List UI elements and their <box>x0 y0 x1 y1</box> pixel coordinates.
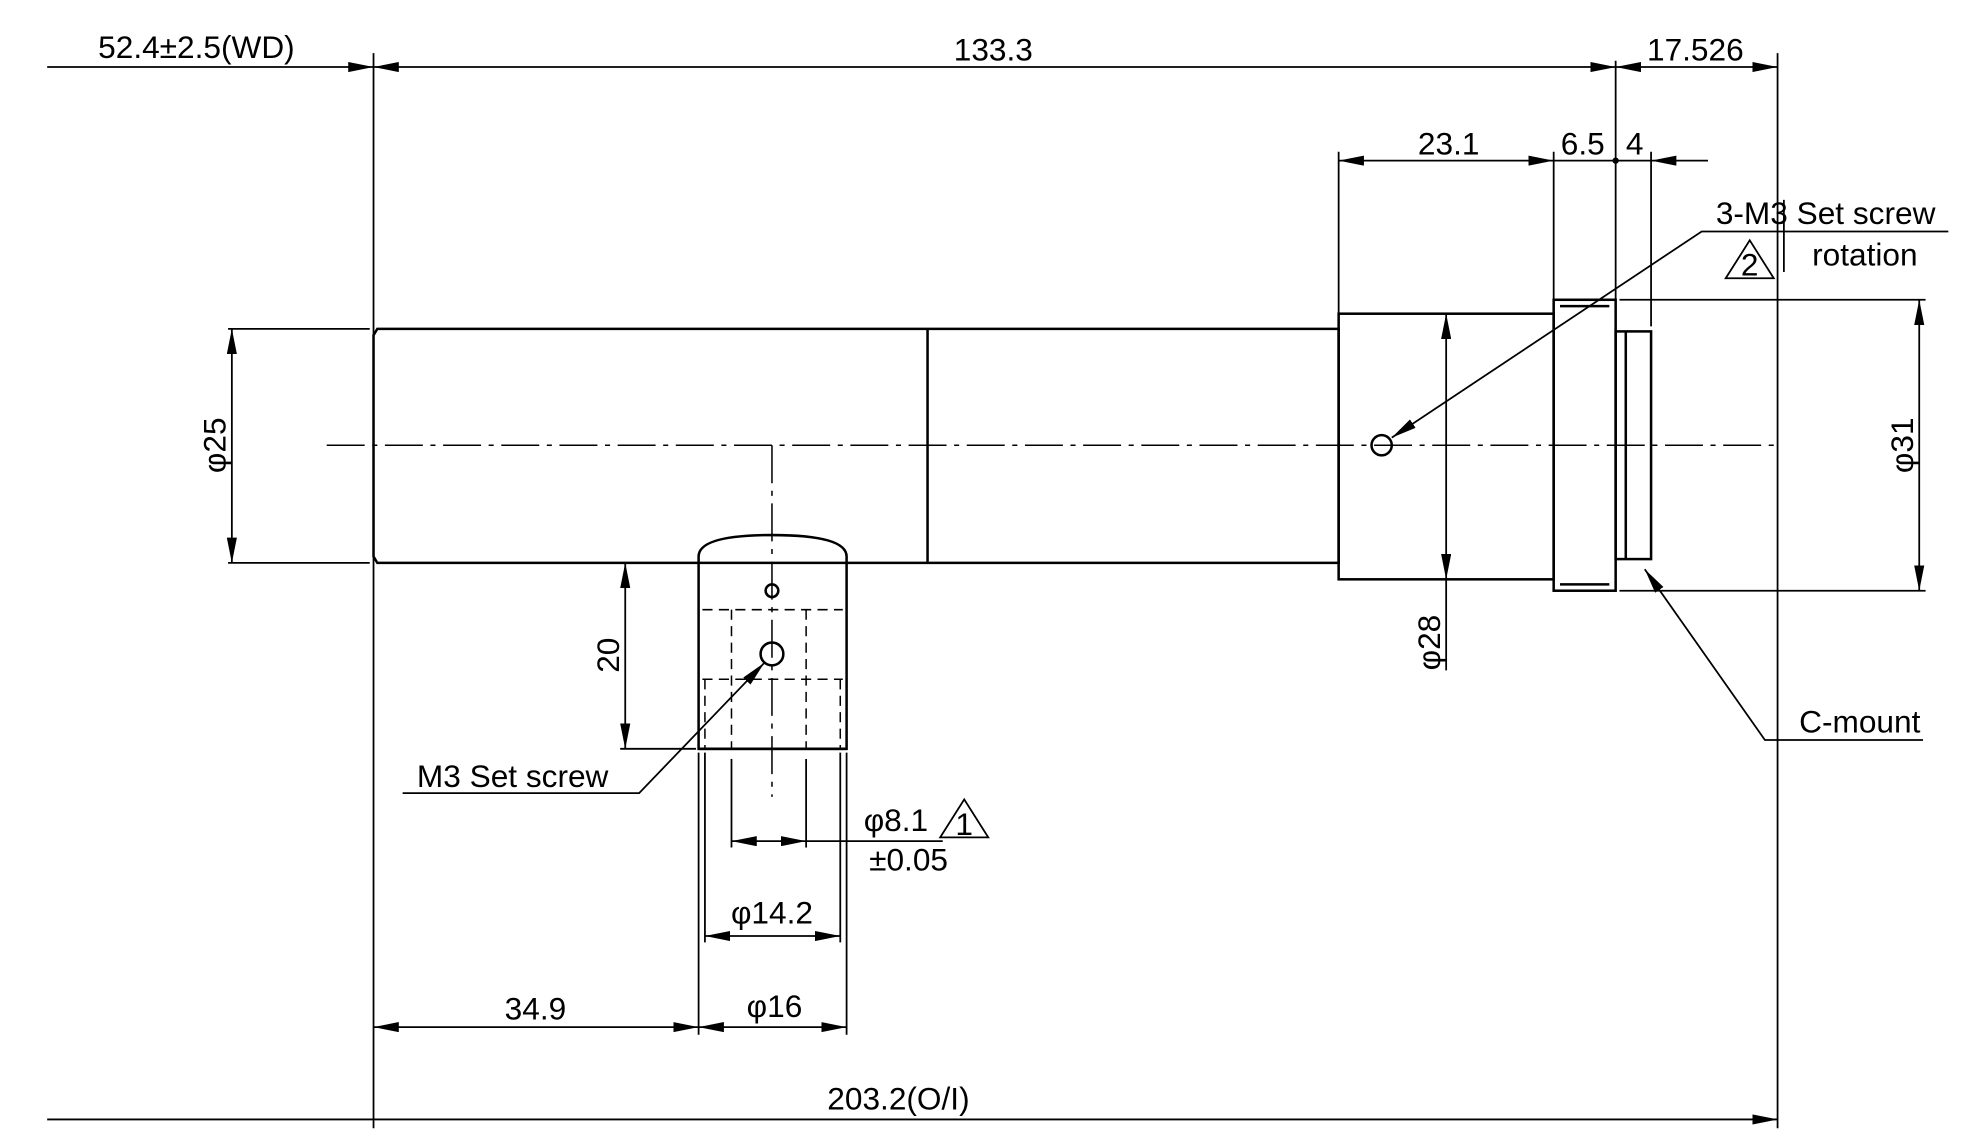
dia-28-label: φ28 <box>1411 615 1447 671</box>
overall-label: 203.2(O/I) <box>827 1080 969 1116</box>
rev-1-marker: 1 <box>955 806 973 842</box>
dia-31-label: φ31 <box>1884 417 1920 473</box>
dia-25-label: φ25 <box>197 417 233 473</box>
screw-holes <box>759 433 1394 667</box>
center-lines <box>326 444 1778 797</box>
notes: 3-M3 Set screw 2 rotation 1 M3 Set screw… <box>417 195 1936 842</box>
dia-142-label: φ14.2 <box>731 894 813 930</box>
lens-body <box>372 298 1653 751</box>
leaders <box>402 199 1949 839</box>
rev-2-marker: 2 <box>1741 247 1759 283</box>
dimension-lines <box>47 61 1925 1125</box>
dim-349-label: 34.9 <box>505 991 567 1027</box>
rotation-note: rotation <box>1812 237 1917 273</box>
barrel-length-label: 133.3 <box>954 32 1033 68</box>
set-screw-3-note: 3-M3 Set screw <box>1716 195 1936 231</box>
dim-4-label: 4 <box>1626 125 1644 161</box>
dim-231-label: 23.1 <box>1418 125 1480 161</box>
dim-65-label: 6.5 <box>1561 125 1605 161</box>
wd-label: 52.4±2.5(WD) <box>98 29 295 65</box>
tol-81-label: ±0.05 <box>869 841 948 877</box>
dimension-labels: 52.4±2.5(WD) 133.3 17.526 23.1 6.5 4 φ25… <box>98 29 1920 1116</box>
flange-label: 17.526 <box>1647 32 1744 68</box>
dia-81-label: φ8.1 <box>864 802 928 838</box>
set-screw-m3-note: M3 Set screw <box>417 758 609 794</box>
dia-16-label: φ16 <box>747 988 803 1024</box>
height-20-label: 20 <box>590 638 626 673</box>
cmount-note: C-mount <box>1799 703 1920 739</box>
extension-lines <box>228 53 1926 1129</box>
